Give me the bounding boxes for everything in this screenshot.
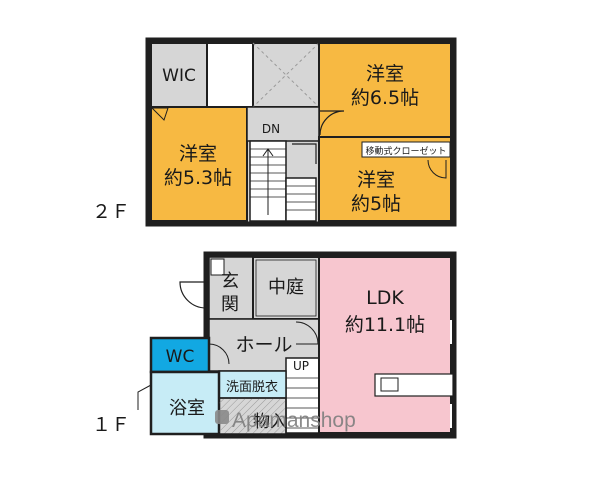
bedroom-6-5-name: 洋室	[366, 63, 404, 85]
watermark-text: Apamanshop	[232, 409, 356, 432]
washroom	[218, 370, 287, 399]
wic-label: WIC	[162, 66, 196, 86]
bath-door-icon	[137, 384, 152, 410]
first-floor: 玄 関 中庭 ホール UP WC 洗面脱衣 浴室 物入 LDK 約11.1帖	[137, 251, 457, 439]
closet-white	[206, 42, 254, 108]
washroom-label: 洗面脱衣	[226, 379, 278, 395]
movable-closet-label: 移動式クローゼット	[365, 145, 446, 157]
courtyard-label: 中庭	[268, 277, 304, 298]
stairs-up-label: UP	[293, 359, 309, 373]
hall-door-icon	[295, 321, 319, 345]
hall-2f	[246, 106, 320, 142]
stairs-down-label: DN	[262, 122, 280, 136]
entrance-shoe-box	[210, 258, 225, 276]
second-floor: WIC 洋室 約6.5帖 洋室 約5.3帖 DN	[145, 37, 457, 227]
wc-door-icon	[208, 343, 230, 365]
bedroom-5-door-icon	[292, 143, 317, 164]
bedroom-5-name: 洋室	[357, 169, 395, 191]
floor-label-1f: １Ｆ	[92, 414, 130, 436]
bedroom-5-3-name: 洋室	[179, 143, 217, 165]
kitchen-counter	[374, 373, 454, 397]
courtyard-window	[255, 259, 317, 317]
bedroom-6-5	[318, 42, 452, 138]
front-door-icon	[179, 281, 207, 309]
ldk-name: LDK	[366, 287, 404, 309]
bedroom-5-3	[150, 106, 248, 222]
bedroom-6-5-size: 約6.5帖	[351, 87, 419, 109]
entrance-label-1: 玄	[221, 271, 239, 292]
stairs-2f	[249, 140, 317, 222]
movable-closet	[361, 141, 451, 158]
kitchen-sink	[380, 377, 399, 392]
bedroom-5-size: 約5帖	[351, 193, 401, 215]
watermark: Apamanshop	[215, 409, 356, 432]
bath-label: 浴室	[169, 398, 205, 419]
closet-door-icon	[427, 159, 447, 179]
entrance-label-2: 関	[221, 294, 239, 315]
watermark-logo-icon	[215, 410, 229, 424]
bedroom-6-5-door-icon	[319, 110, 345, 136]
bath	[149, 370, 221, 436]
bedroom-5-3-size: 約5.3帖	[164, 167, 232, 189]
storage-label: 物入	[253, 412, 287, 432]
stairs-1f	[285, 357, 320, 434]
wc-label: WC	[166, 347, 195, 367]
ldk-size: 約11.1帖	[345, 314, 425, 336]
hall-label: ホール	[235, 334, 292, 356]
bedroom-5-3-door-icon	[150, 107, 169, 121]
ldk	[318, 256, 452, 434]
floor-label-2f: ２Ｆ	[92, 201, 130, 223]
